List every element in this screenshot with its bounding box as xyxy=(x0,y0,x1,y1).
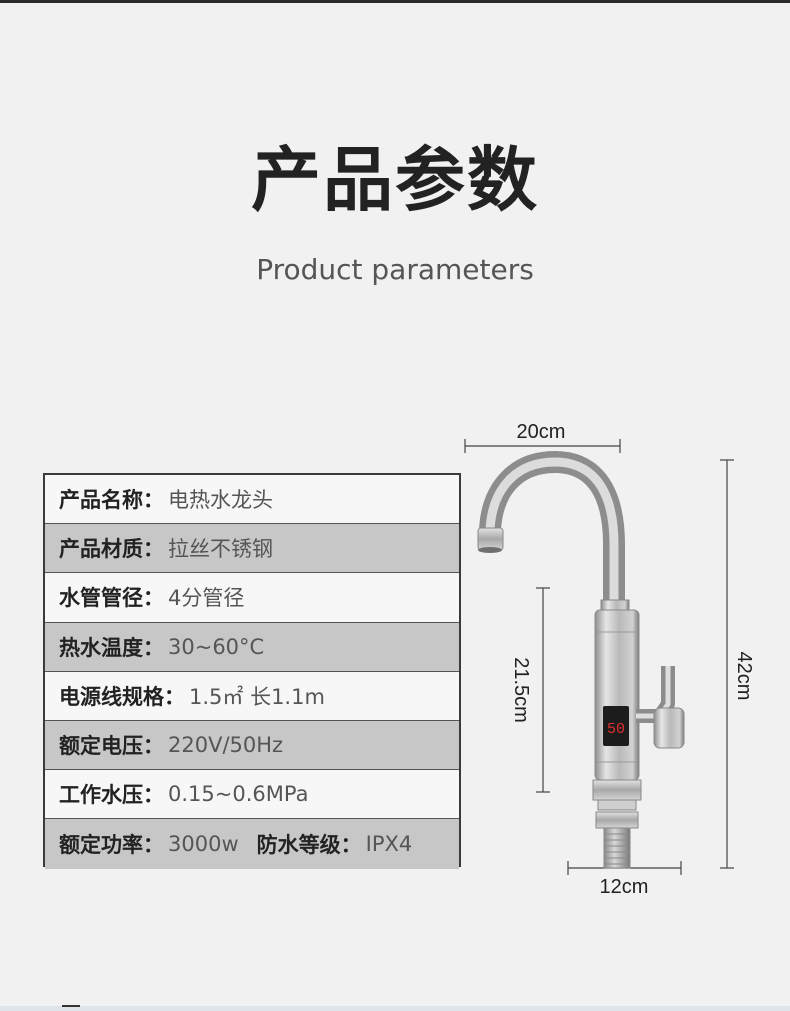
spec-value: IPX4 xyxy=(365,831,413,856)
faucet-body xyxy=(594,609,640,781)
dimension-label: 12cm xyxy=(600,876,649,898)
top-rule xyxy=(0,0,790,3)
spec-row-pipe-diameter: 水管管径： 4分管径 xyxy=(45,573,459,623)
faucet-thread xyxy=(603,827,631,869)
faucet-diagram: 20cm 42cm 21.5cm 12cm 50 xyxy=(464,421,755,898)
dimension-base-width: 12cm xyxy=(567,861,682,898)
dimension-label: 21.5cm xyxy=(510,657,532,723)
spec-label: 防水等级： xyxy=(256,832,362,857)
spec-row-water-temperature: 热水温度： 30~60°C xyxy=(45,622,459,672)
spec-value: 4分管径 xyxy=(168,586,245,611)
spec-value: 1.5㎡ 长1.1m xyxy=(189,684,325,709)
temperature-display xyxy=(603,706,629,746)
dimension-label: 20cm xyxy=(517,421,566,443)
spec-value: 电热水龙头 xyxy=(168,488,273,513)
spec-value: 30~60°C xyxy=(168,634,265,659)
spec-label: 产品材质： xyxy=(59,537,164,562)
faucet-base xyxy=(592,779,642,801)
page-subtitle: Product parameters xyxy=(256,253,534,286)
spec-value: 0.15~0.6MPa xyxy=(168,782,309,807)
bottom-mark xyxy=(62,1005,80,1007)
faucet-illustration: 50 xyxy=(477,450,685,869)
spec-label: 产品名称： xyxy=(59,488,164,513)
bottom-rule xyxy=(0,1006,790,1011)
spec-value: 220V/50Hz xyxy=(168,733,284,758)
spec-label: 电源线规格： xyxy=(59,684,185,709)
faucet-spout-tip xyxy=(477,527,504,551)
dimension-spout-width: 20cm xyxy=(464,421,621,453)
spec-label: 工作水压： xyxy=(59,783,164,808)
spec-value: 3000w xyxy=(168,831,239,856)
spec-row-power-cord: 电源线规格： 1.5㎡ 长1.1m xyxy=(45,672,459,721)
spec-table: 产品名称： 电热水龙头 产品材质： 拉丝不锈钢 水管管径： 4分管径 热水温度：… xyxy=(43,473,461,869)
spec-label: 水管管径： xyxy=(59,586,164,611)
spec-label: 额定电压： xyxy=(59,734,164,759)
spec-row-product-name: 产品名称： 电热水龙头 xyxy=(45,475,459,525)
spec-row-rated-voltage: 额定电压： 220V/50Hz xyxy=(45,720,459,771)
spec-label: 热水温度： xyxy=(59,635,164,660)
spec-row-material: 产品材质： 拉丝不锈钢 xyxy=(45,524,459,574)
spec-row-power-waterproof: 额定功率： 3000w 防水等级： IPX4 xyxy=(45,819,459,869)
dimension-body-height: 21.5cm xyxy=(510,587,550,793)
dimension-total-height: 42cm xyxy=(720,459,755,869)
spec-value: 拉丝不锈钢 xyxy=(168,537,273,562)
spec-row-water-pressure: 工作水压： 0.15~0.6MPa xyxy=(45,770,459,820)
spec-label: 额定功率： xyxy=(59,832,164,857)
temperature-display-value: 50 xyxy=(607,721,625,738)
page-title: 产品参数 xyxy=(251,139,539,221)
dimension-label: 42cm xyxy=(733,652,755,701)
